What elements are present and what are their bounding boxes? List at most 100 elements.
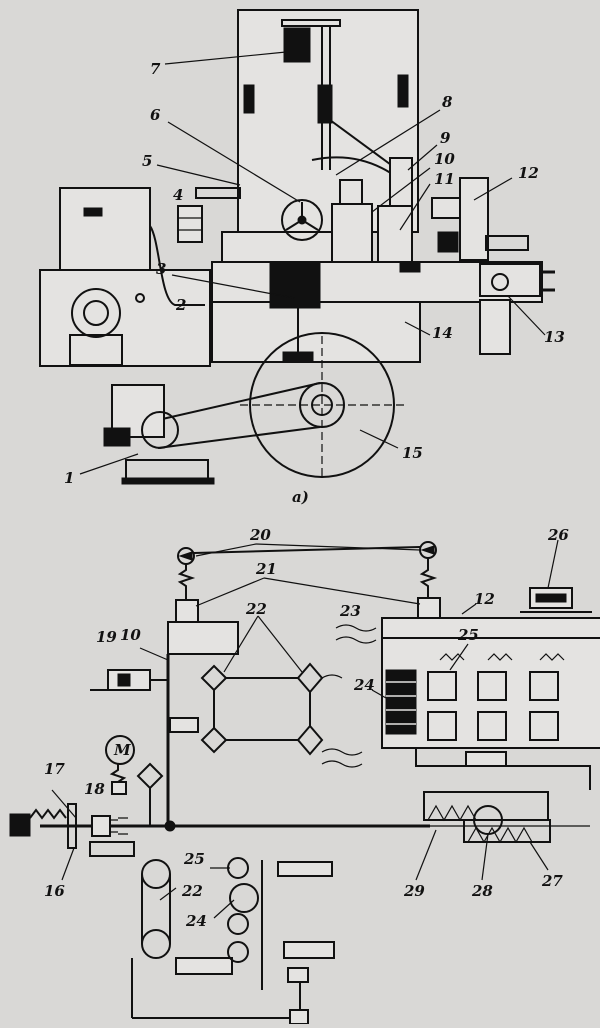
leader-6 (167, 121, 301, 203)
leader-12-scheme (461, 603, 477, 615)
label-21: 21 (255, 560, 277, 578)
gear-16 (67, 803, 77, 849)
leader-22-lower (159, 887, 177, 901)
cabinet-motor-outer (71, 288, 121, 338)
leader-16 (61, 847, 75, 881)
label-24: 24 (353, 676, 375, 694)
pulley-upper (141, 859, 171, 889)
motor-18-diamond (136, 762, 164, 790)
block-10-top (339, 179, 363, 205)
wheel-24c (227, 941, 249, 963)
label-5: 5 (142, 152, 152, 170)
label-3: 3 (156, 260, 166, 278)
block-10 (331, 203, 373, 263)
pump-link (193, 546, 421, 554)
spring-17 (29, 808, 67, 820)
label-22-lower: 22 (181, 882, 203, 900)
diamond-upper-right (296, 662, 324, 694)
cabinet-lower (39, 269, 211, 367)
pump-right-arrow (420, 545, 435, 555)
wave-4 (321, 748, 363, 756)
leader-25 (449, 643, 469, 671)
part-9 (389, 157, 413, 207)
slide-upper-right (277, 861, 333, 877)
column-slot-right (397, 74, 409, 108)
leader-7 (164, 51, 287, 65)
slide-lower-right (283, 941, 335, 959)
diamond-upper-left (200, 664, 228, 692)
column-slot-left (243, 84, 255, 114)
motor-18 (105, 735, 135, 765)
rack-29-teeth (427, 804, 477, 822)
label-22: 22 (245, 600, 267, 618)
label-15: 15 (402, 444, 423, 462)
wave-1 (335, 624, 377, 632)
cylinder-26-piston (535, 593, 567, 603)
leader-14 (404, 321, 431, 336)
leader-10 (371, 167, 431, 213)
ram-3 (269, 261, 321, 309)
slide-lower-left (175, 957, 233, 975)
shaft-joint (164, 820, 176, 832)
motor-base-plate (125, 459, 209, 481)
wave-3 (321, 674, 343, 679)
motor-base (69, 334, 123, 366)
motor-letter: M (113, 741, 131, 759)
leader-21b (263, 577, 421, 605)
motor-pulley (141, 411, 179, 449)
gear-box (91, 815, 111, 837)
wave-2 (335, 636, 377, 644)
label-1: 1 (64, 469, 74, 487)
flywheel-15 (249, 332, 395, 478)
label-11: 11 (434, 170, 455, 188)
slide-arm (485, 235, 529, 251)
spring-25-c (539, 653, 565, 661)
diamond-lower-right (296, 724, 324, 756)
top-motor (283, 27, 311, 63)
label-10: 10 (434, 150, 455, 168)
label-19: 19 (96, 628, 117, 646)
label-25: 25 (457, 626, 479, 644)
ram-foot (282, 351, 314, 363)
rack-27 (463, 819, 551, 843)
label-12-scheme: 12 (474, 590, 495, 608)
leader-10-scheme (139, 647, 169, 661)
leader-12 (473, 177, 513, 201)
unit-25-a (427, 671, 457, 701)
label-23: 23 (339, 602, 361, 620)
handwheel (281, 199, 323, 241)
spindle-slider (317, 84, 333, 124)
label-26: 26 (547, 526, 569, 544)
carriage-13 (479, 263, 541, 297)
leader-11 (399, 183, 431, 231)
machine-general-view: 7 6 5 4 3 2 8 9 10 11 12 13 14 15 1 a) (39, 9, 565, 506)
leader-29 (415, 829, 437, 881)
pump-left-arrow (178, 551, 193, 561)
assembly-12-cap (431, 197, 463, 219)
head-housing (221, 231, 343, 263)
spring-right (419, 558, 438, 598)
leader-27 (529, 841, 549, 871)
pulley-lower (141, 929, 171, 959)
label-25-lower: 25 (183, 850, 205, 868)
unit-25-f (529, 711, 559, 741)
label-20: 20 (249, 526, 271, 544)
spoke-2 (285, 219, 303, 231)
valve-1 (287, 967, 309, 983)
belt-upper (157, 382, 321, 421)
label-16: 16 (44, 882, 65, 900)
label-13: 13 (544, 328, 565, 346)
bed-14 (211, 301, 421, 363)
spring-25-b (487, 653, 513, 661)
wheel-25 (227, 857, 249, 879)
leader-20a (195, 543, 257, 557)
leader-5 (156, 164, 241, 186)
motor-foot (121, 477, 215, 485)
label-29: 29 (403, 882, 425, 900)
wheel-24b (227, 913, 249, 935)
rack-27-teeth (467, 826, 533, 844)
unit-25-e (529, 671, 559, 701)
label-18: 18 (84, 780, 105, 798)
